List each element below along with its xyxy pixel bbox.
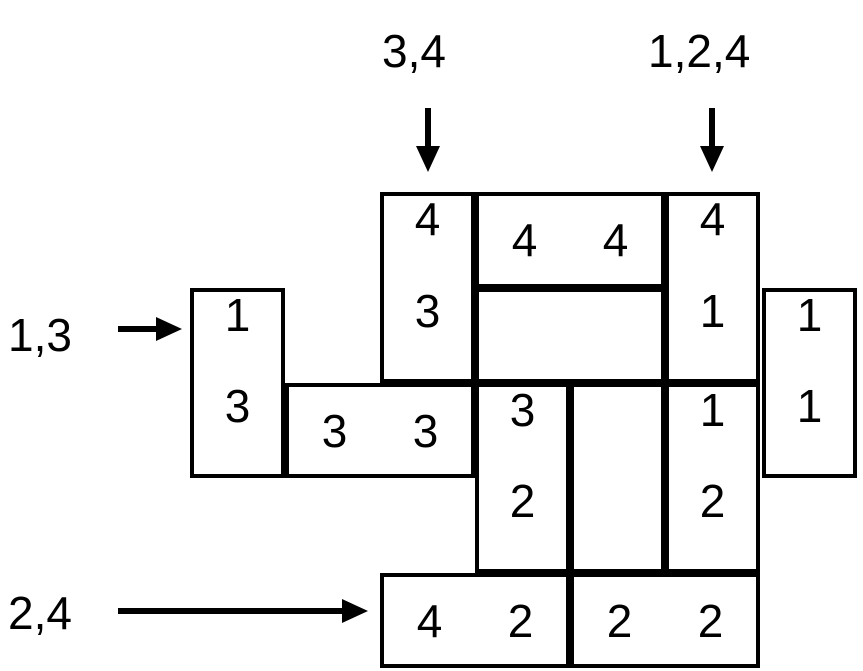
cell-value: 2 [509, 475, 536, 527]
block-3-3[interactable]: 3 3 [285, 383, 475, 478]
block-1-3[interactable]: 1 3 [190, 288, 285, 478]
cell-value: 2 [699, 475, 726, 527]
block-4-4[interactable]: 4 4 [475, 192, 665, 288]
block-3-2[interactable]: 3 2 [475, 383, 570, 573]
cell-value: 1 [796, 289, 823, 341]
cell-value: 1 [224, 289, 251, 341]
cell-value: 4 [511, 214, 538, 266]
column-clue-label-right: 1,2,4 [648, 25, 751, 77]
block-2-2[interactable]: 2 2 [570, 573, 760, 668]
column-clue-label-left: 3,4 [382, 25, 446, 77]
block-4-3[interactable]: 4 3 [380, 192, 475, 383]
cell-value: 1 [699, 284, 726, 337]
cell-value: 3 [224, 380, 251, 432]
cell-value: 3 [321, 404, 348, 457]
cell-value: 4 [416, 594, 443, 647]
cell-value: 2 [606, 594, 633, 647]
cell-value: 4 [602, 214, 629, 266]
cell-value: 4 [414, 193, 441, 245]
column-clue-arrow-left [414, 108, 442, 174]
row-clue-arrow-upper [118, 315, 184, 343]
cell-value: 2 [507, 594, 534, 647]
block-1-2[interactable]: 1 2 [665, 383, 760, 573]
block-empty-upper[interactable] [475, 288, 665, 383]
cell-value: 4 [699, 193, 726, 245]
row-clue-arrow-lower [118, 597, 370, 625]
cell-value: 1 [699, 384, 726, 436]
column-clue-arrow-right [698, 108, 726, 174]
row-clue-label-lower: 2,4 [8, 587, 72, 639]
block-1-1[interactable]: 1 1 [762, 288, 857, 478]
cell-value: 2 [697, 594, 724, 647]
cell-value: 3 [412, 404, 439, 457]
block-4-1[interactable]: 4 1 [665, 192, 760, 383]
cell-value: 1 [796, 380, 823, 432]
cell-value: 3 [509, 384, 536, 436]
block-4-2[interactable]: 4 2 [380, 573, 570, 668]
block-empty-lower[interactable] [570, 383, 665, 573]
cell-value: 3 [414, 284, 441, 337]
row-clue-label-upper: 1,3 [8, 309, 72, 361]
